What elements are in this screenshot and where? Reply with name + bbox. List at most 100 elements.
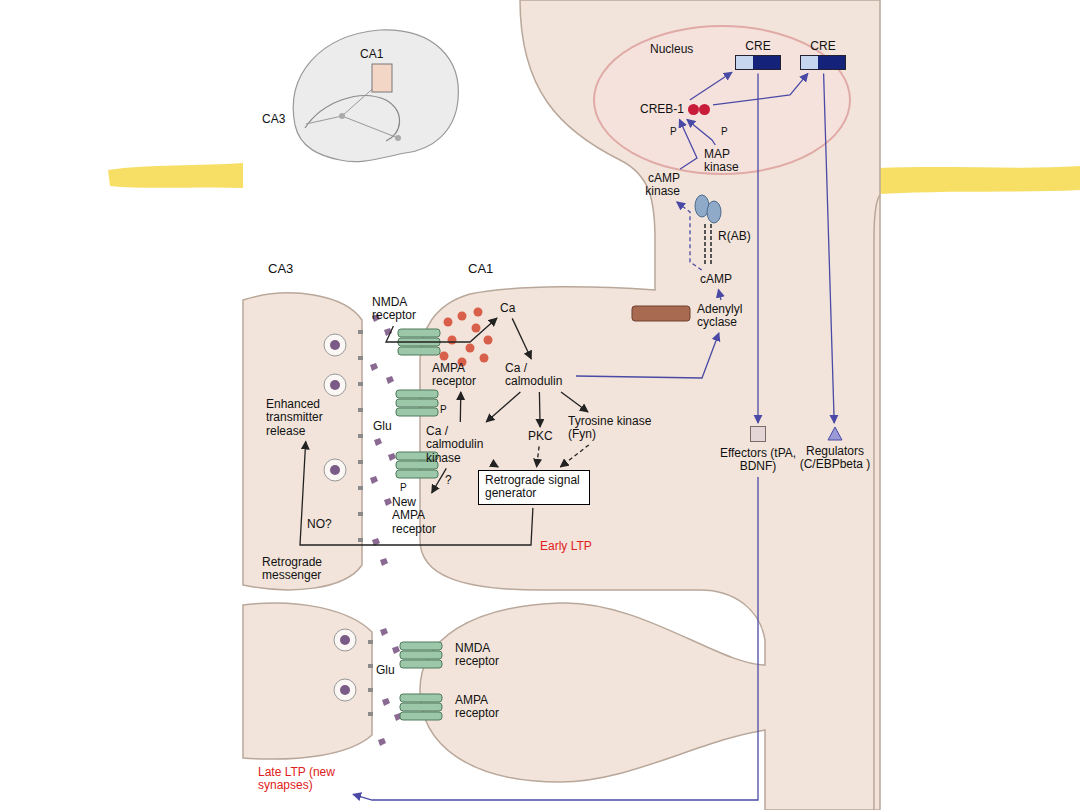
cre-element [800, 55, 846, 70]
release-site [358, 330, 363, 334]
figure-ground [243, 0, 880, 810]
node-text: Retrograde signal generator [485, 474, 583, 501]
calcium-ion [466, 344, 475, 353]
connector [713, 73, 808, 105]
receptor-subunit [400, 703, 442, 711]
receptor-subunit [400, 660, 442, 668]
glutamate [370, 476, 378, 484]
molecules [324, 308, 493, 747]
node-text: AMPA receptor [432, 362, 490, 389]
cre-light [801, 56, 818, 69]
vesicle-content [330, 340, 340, 350]
text-label: CA1 [360, 48, 383, 61]
node-text: Effectors (tPA, BDNF) [718, 447, 798, 474]
node-text: CREB-1 [640, 103, 684, 116]
calcium-ion [480, 354, 489, 363]
glutamate [388, 453, 396, 461]
text-label: CA3 [262, 113, 285, 126]
connector [757, 73, 758, 423]
cell [339, 113, 345, 119]
node-text: PKC [528, 430, 553, 443]
node-text: Regulators (C/EBPbeta ) [791, 445, 879, 472]
glutamate [378, 738, 386, 746]
adenylyl-cyclase [632, 306, 690, 321]
effector-square [750, 426, 766, 442]
node-text: Enhanced transmitter release [266, 398, 348, 438]
release-site [358, 382, 363, 386]
vesicle [324, 334, 346, 356]
cell [395, 135, 401, 141]
node-label-box: CREB-1 [640, 103, 710, 116]
calcium-ion [448, 336, 457, 345]
edge-label: ? [444, 474, 453, 487]
receptor-subunit [396, 470, 438, 478]
node-label-box: Tyrosine kinase (Fyn) [568, 415, 652, 442]
connector [561, 392, 588, 412]
nucleus-outline [594, 26, 850, 174]
node-text: Ca [500, 302, 515, 315]
brain-inset [293, 30, 458, 162]
connector [677, 202, 702, 270]
node-text: New AMPA receptor [392, 496, 444, 536]
node-text: CRE [800, 40, 846, 53]
connector [539, 392, 541, 427]
release-site [358, 408, 363, 412]
glutamate [380, 628, 388, 636]
node-label-box: PKC [528, 430, 553, 443]
node-text: Ca / calmodulin kinase [426, 425, 494, 465]
hippocampus [305, 96, 400, 141]
cre-light [736, 56, 753, 69]
node-text: CRE [735, 40, 781, 53]
text-label: P [400, 482, 407, 493]
node-text: Nucleus [650, 43, 693, 56]
text-label: Retrograde messenger [262, 556, 362, 583]
node-label-box: Late LTP (new synapses) [258, 766, 350, 793]
ca1-region-box [372, 64, 392, 92]
node-label-box: Regulators (C/EBPbeta ) [791, 426, 879, 472]
glutamate [380, 558, 388, 566]
release-site [358, 460, 363, 464]
release-site [358, 538, 363, 542]
camp-kinase-molecule [695, 195, 721, 266]
release-site [368, 688, 373, 692]
receptor-subunit [400, 651, 442, 659]
cre-dark [753, 56, 780, 69]
text-label: Glu [376, 664, 395, 677]
receptor-subunit [400, 694, 442, 702]
node-label-box: New AMPA receptor [392, 496, 444, 536]
receptor-subunit [396, 390, 438, 398]
text-label: P [670, 126, 677, 137]
glutamate [392, 646, 400, 654]
vesicle [324, 374, 346, 396]
node-text: cAMP [700, 273, 732, 286]
connector [353, 477, 758, 800]
node-text: Adenylyl cyclase [697, 303, 753, 330]
connector [687, 119, 715, 145]
text-label: CA1 [468, 262, 493, 277]
brain-outline [293, 30, 458, 162]
text-label: P [721, 126, 728, 137]
receptor-subunit [400, 712, 442, 720]
release-site [358, 486, 363, 490]
catalytic-subunit [707, 201, 721, 223]
text-label: Glu [373, 420, 392, 433]
receptor-subunit [398, 347, 440, 355]
node-label-box: CRE [800, 40, 846, 70]
release-site [358, 434, 363, 438]
node-label-box: Ca [500, 302, 515, 315]
regulatory-subunit [705, 224, 711, 266]
release-site [368, 640, 373, 644]
glutamate [384, 498, 392, 506]
node-label-box: Enhanced transmitter release [266, 398, 348, 438]
connector [460, 392, 462, 422]
node-label-box: cAMP kinase [630, 172, 680, 199]
postsynaptic-neuron [420, 0, 880, 810]
text-label: R(AB) [718, 230, 751, 243]
node-label-box: MAP kinase [704, 148, 748, 175]
connector [824, 73, 835, 423]
connector [497, 466, 498, 468]
vesicle [334, 629, 356, 651]
creb-protein [699, 104, 710, 115]
connector [486, 392, 520, 422]
